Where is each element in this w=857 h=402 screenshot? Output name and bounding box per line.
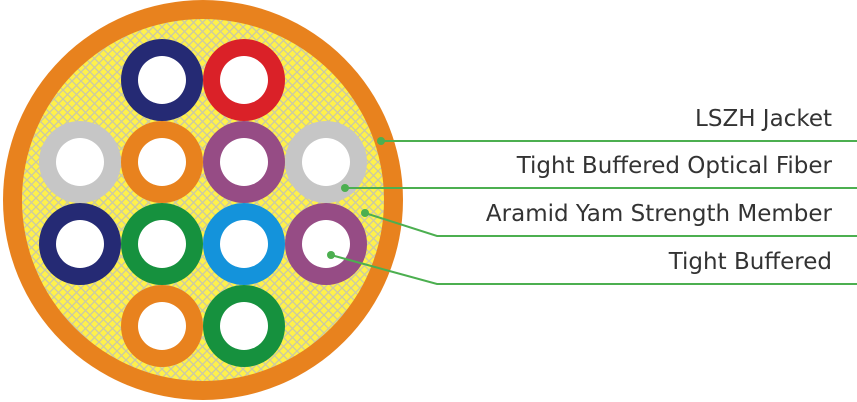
fiber-core	[220, 302, 268, 350]
callout-labels: LSZH Jacket Tight Buffered Optical Fiber…	[486, 106, 833, 275]
tight-buffered-fiber-orange	[121, 121, 203, 203]
fiber-core	[138, 56, 186, 104]
tight-buffered-fiber-orange	[121, 285, 203, 367]
fiber-core	[302, 138, 350, 186]
fiber-core	[220, 138, 268, 186]
fiber-core	[138, 138, 186, 186]
callout-label-tight-buffered-optical-fiber: Tight Buffered Optical Fiber	[516, 153, 833, 179]
fiber-core	[56, 138, 104, 186]
leader-line-tight-buffered	[330, 254, 857, 285]
aramid-yarn-strength-member	[22, 19, 384, 381]
callout-label-aramid-yarn-strength-member: Aramid Yam Strength Member	[486, 201, 833, 227]
fiber-core	[138, 220, 186, 268]
leader-dot-aramid-yarn-strength-member	[361, 209, 369, 217]
tight-buffered-fiber-blue	[203, 203, 285, 285]
tight-buffered-fiber-navy	[121, 39, 203, 121]
cable	[3, 0, 403, 400]
callout-leader-lines	[327, 137, 857, 285]
tight-buffered-fiber-red	[203, 39, 285, 121]
leader-line-aramid-yarn-strength-member	[364, 212, 857, 237]
tight-buffered-fiber-green	[121, 203, 203, 285]
fiber-core	[56, 220, 104, 268]
tight-buffered-fiber-light-gray	[285, 121, 367, 203]
tight-buffered-fiber-purple	[285, 203, 367, 285]
tight-buffered-fiber-green	[203, 285, 285, 367]
leader-dot-tight-buffered-optical-fiber	[341, 184, 349, 192]
tight-buffered-fiber-light-gray	[39, 121, 121, 203]
leader-dot-tight-buffered	[327, 251, 335, 259]
fiber-core	[220, 220, 268, 268]
fiber-core	[302, 220, 350, 268]
callout-label-lszh-jacket: LSZH Jacket	[695, 106, 832, 132]
leader-dot-lszh-jacket	[377, 137, 385, 145]
fiber-core	[138, 302, 186, 350]
callout-label-tight-buffered: Tight Buffered	[668, 249, 832, 275]
tight-buffered-fibers	[39, 39, 367, 367]
tight-buffered-fiber-navy	[39, 203, 121, 285]
fiber-core	[220, 56, 268, 104]
tight-buffered-fiber-purple	[203, 121, 285, 203]
